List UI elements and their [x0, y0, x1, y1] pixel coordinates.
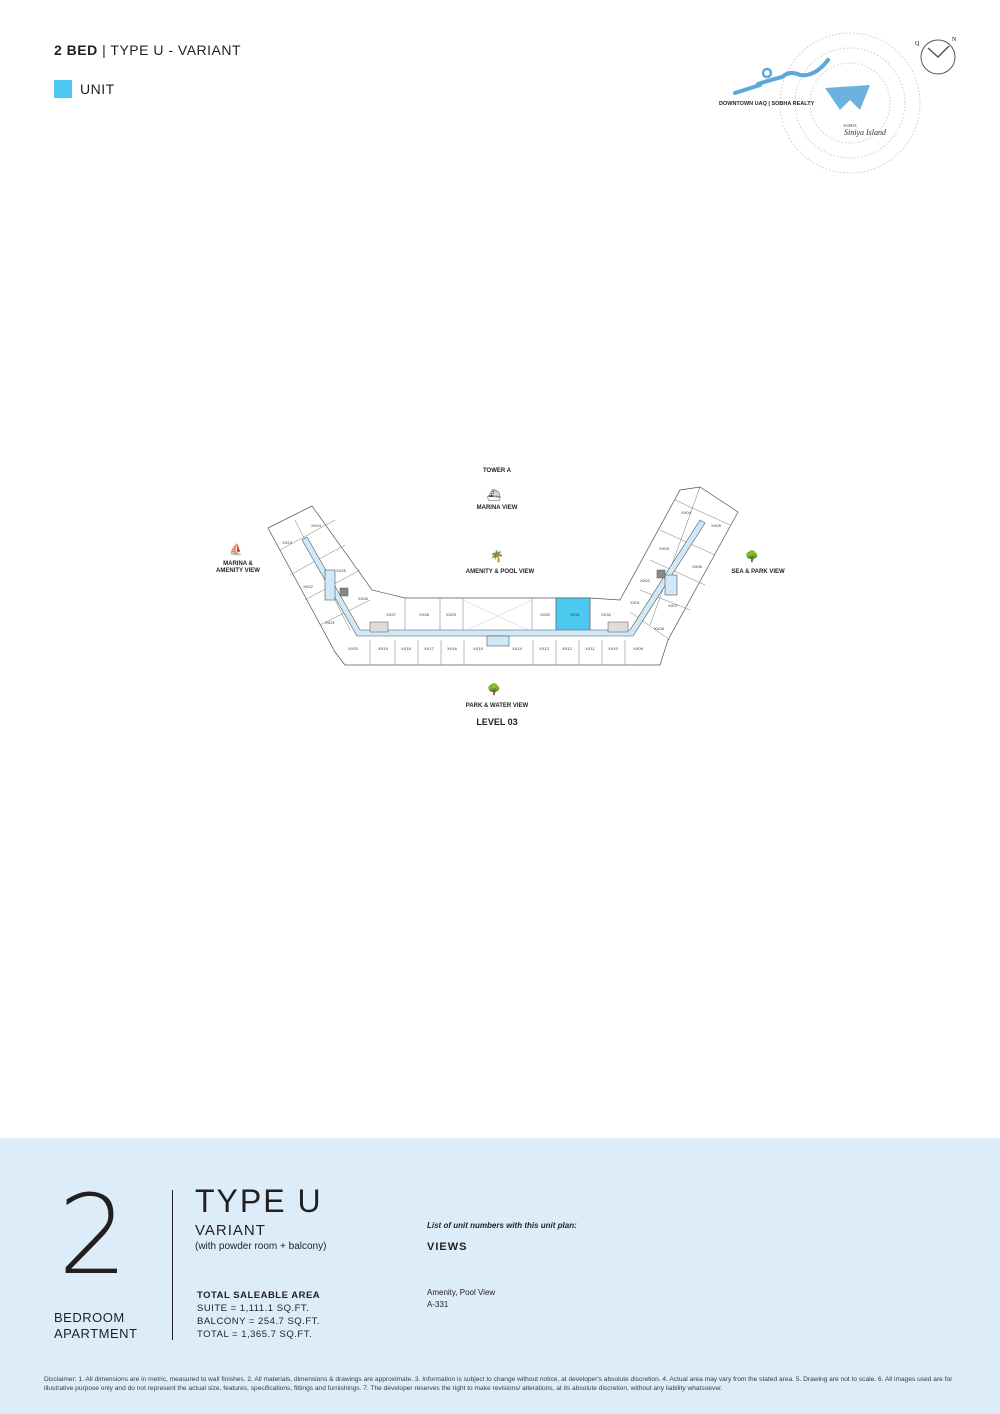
disclaimer: Disclaimer: 1. All dimensions are in met…: [44, 1376, 953, 1392]
unit-label-xx30: XX30: [540, 612, 551, 617]
unit-label-xx22: XX22: [303, 584, 314, 589]
unit-label-xx14: XX14: [512, 646, 523, 651]
unit-label-xx02: XX02: [640, 578, 651, 583]
unit-label-xx32: XX32: [601, 612, 612, 617]
park-water-icon: 🌳: [487, 684, 501, 696]
unit-label-xx01: XX01: [630, 600, 641, 605]
unit-label-xx09: XX09: [633, 646, 644, 651]
unit-label-xx19: XX19: [378, 646, 389, 651]
project-logo: DOWNTOWN UAQ | SOBHA REALTY SOBHA Siniya…: [719, 32, 957, 174]
highlighted-unit[interactable]: [555, 597, 591, 634]
unit-label-xx18: XX18: [401, 646, 412, 651]
bed-count: 2 BED: [54, 42, 98, 58]
corridor: [301, 519, 706, 647]
unit-list-label: List of unit numbers with this unit plan…: [427, 1221, 577, 1230]
logo-brand: SOBHA: [843, 123, 857, 128]
unit-label-xx27: XX27: [386, 612, 397, 617]
boat-icon: ⛴: [487, 490, 501, 502]
legend: UNIT: [54, 80, 115, 98]
unit-label-xx11: XX11: [585, 646, 595, 651]
svg-text:Q: Q: [915, 41, 920, 47]
unit-label-xx08: XX08: [654, 626, 665, 631]
views-heading: VIEWS: [427, 1241, 468, 1253]
amenity-pool-icon: 🌴: [490, 551, 504, 563]
marina-amenity-icon: ⛵: [229, 544, 243, 556]
unit-label-xx07: XX07: [668, 603, 679, 608]
unit-label-xx23: XX23: [282, 540, 293, 545]
amenity-pool-view-label: AMENITY & POOL VIEW: [465, 569, 535, 575]
logo-left-text: DOWNTOWN UAQ | SOBHA REALTY: [719, 101, 815, 107]
tower-label: TOWER A: [483, 468, 511, 474]
unit-label-xx25: XX25: [336, 568, 347, 573]
unit-label-xx03: XX03: [659, 546, 670, 551]
marina-view-label: MARINA VIEW: [476, 505, 518, 511]
unit-label-xx04: XX04: [681, 510, 692, 515]
footer-panel: [0, 1138, 1000, 1414]
building-outline: [267, 486, 739, 666]
sea-park-view-label: SEA & PARK VIEW: [731, 569, 785, 575]
bedroom-count: 2: [58, 1171, 128, 1299]
unit-label-xx28: XX28: [419, 612, 430, 617]
park-water-view-label: PARK & WATER VIEW: [465, 703, 529, 709]
area-block: TOTAL SALEABLE AREA SUITE = 1,111.1 SQ.F…: [197, 1290, 321, 1340]
divider: [172, 1190, 173, 1340]
balcony-area: BALCONY = 254.7 SQ.FT.: [197, 1316, 321, 1327]
unit-label-xx05: XX05: [711, 523, 722, 528]
island-icon: [825, 85, 870, 110]
suite-area: SUITE = 1,111.1 SQ.FT.: [197, 1303, 310, 1314]
type-title: TYPE U: [195, 1183, 323, 1219]
core: [339, 569, 666, 633]
legend-label: UNIT: [80, 81, 115, 97]
unit-label-xx26: XX26: [358, 596, 369, 601]
variant-subtitle: (with powder room + balcony): [195, 1241, 327, 1252]
variant-label: VARIANT: [195, 1222, 266, 1239]
unit-swatch: [54, 80, 72, 98]
unit-label-xx12: XX12: [562, 646, 573, 651]
unit-label-xx31: XX31: [570, 612, 581, 617]
unit-label-xx16: XX16: [447, 646, 458, 651]
unit-label-xx15: XX15: [473, 646, 484, 651]
unit-label-xx10: XX10: [608, 646, 619, 651]
total-area: TOTAL = 1,365.7 SQ.FT.: [197, 1329, 313, 1340]
unit-label-xx21: XX21: [325, 620, 336, 625]
compass-icon: Q N: [915, 37, 957, 75]
unit-label-xx24: XX24: [311, 523, 322, 528]
page-title: 2 BED | TYPE U - VARIANT: [54, 42, 242, 58]
marina-amenity-view-label: MARINA & AMENITY VIEW: [216, 561, 260, 575]
logo-script: Siniya Island: [844, 128, 887, 137]
unit-type: TYPE U - VARIANT: [110, 42, 242, 58]
unit-label-xx20: XX20: [348, 646, 359, 651]
unit-label-xx06: XX06: [692, 564, 703, 569]
unit-label-xx13: XX13: [539, 646, 550, 651]
level-label: LEVEL 03: [476, 717, 518, 727]
unit-label-xx17: XX17: [424, 646, 435, 651]
sea-park-icon: 🌳: [745, 551, 759, 563]
unit-label-xx29: XX29: [446, 612, 457, 617]
svg-text:N: N: [952, 37, 957, 43]
